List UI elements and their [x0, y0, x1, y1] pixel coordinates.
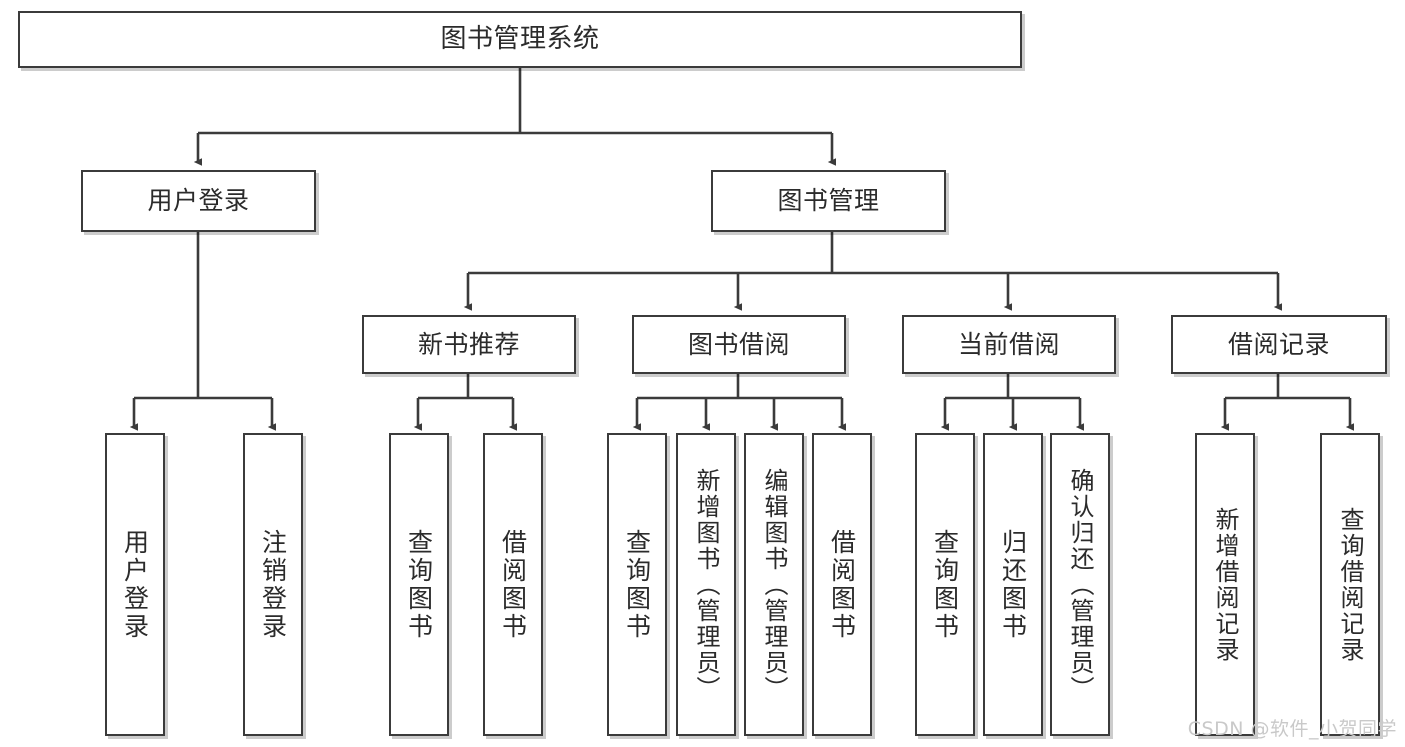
node-label: 当前借阅 [957, 329, 1060, 359]
leaf-query-borrowing-record[interactable]: 查询借阅记录 [1320, 433, 1380, 736]
leaf-edit-book-admin[interactable]: 编辑图书（管理员） [744, 433, 804, 736]
node-label: 用户登录 [120, 528, 150, 641]
node-label: 查询借阅记录 [1336, 506, 1364, 663]
leaf-confirm-return-admin[interactable]: 确认归还（管理员） [1050, 433, 1110, 736]
node-new-book-recommendation[interactable]: 新书推荐 [362, 315, 576, 374]
leaf-query-book-new-recommendation[interactable]: 查询图书 [389, 433, 449, 736]
leaf-add-borrowing-record[interactable]: 新增借阅记录 [1195, 433, 1255, 736]
node-current-borrowing[interactable]: 当前借阅 [902, 315, 1116, 374]
node-label: 借阅记录 [1227, 329, 1330, 359]
leaf-query-book-borrowing[interactable]: 查询图书 [607, 433, 667, 736]
node-borrowing-records[interactable]: 借阅记录 [1171, 315, 1387, 374]
node-label: 编辑图书（管理员） [760, 467, 788, 702]
node-label: 注销登录 [258, 528, 288, 641]
node-label: 查询图书 [622, 528, 652, 641]
node-label: 确认归还（管理员） [1066, 467, 1094, 702]
node-label: 用户登录 [147, 186, 250, 216]
node-user-login[interactable]: 用户登录 [81, 170, 316, 232]
node-label: 新书推荐 [417, 329, 520, 359]
leaf-add-book-admin[interactable]: 新增图书（管理员） [676, 433, 736, 736]
node-label: 借阅图书 [827, 528, 857, 641]
leaf-logout[interactable]: 注销登录 [243, 433, 303, 736]
node-label: 图书管理系统 [440, 24, 600, 55]
leaf-borrow-book-new-recommendation[interactable]: 借阅图书 [483, 433, 543, 736]
leaf-return-book[interactable]: 归还图书 [983, 433, 1043, 736]
node-book-borrowing[interactable]: 图书借阅 [632, 315, 846, 374]
leaf-query-book-current[interactable]: 查询图书 [915, 433, 975, 736]
node-book-management[interactable]: 图书管理 [711, 170, 946, 232]
node-label: 图书管理 [777, 186, 880, 216]
node-label: 新增图书（管理员） [692, 467, 720, 702]
leaf-user-login[interactable]: 用户登录 [105, 433, 165, 736]
node-label: 查询图书 [404, 528, 434, 641]
node-label: 借阅图书 [498, 528, 528, 641]
node-label: 图书借阅 [687, 329, 790, 359]
node-root-book-management-system[interactable]: 图书管理系统 [18, 11, 1022, 68]
csdn-watermark: CSDN @软件_小贺同学 [1187, 718, 1397, 740]
node-label: 归还图书 [998, 528, 1028, 641]
node-label: 新增借阅记录 [1211, 506, 1239, 663]
node-label: 查询图书 [930, 528, 960, 641]
leaf-borrow-book-borrowing[interactable]: 借阅图书 [812, 433, 872, 736]
